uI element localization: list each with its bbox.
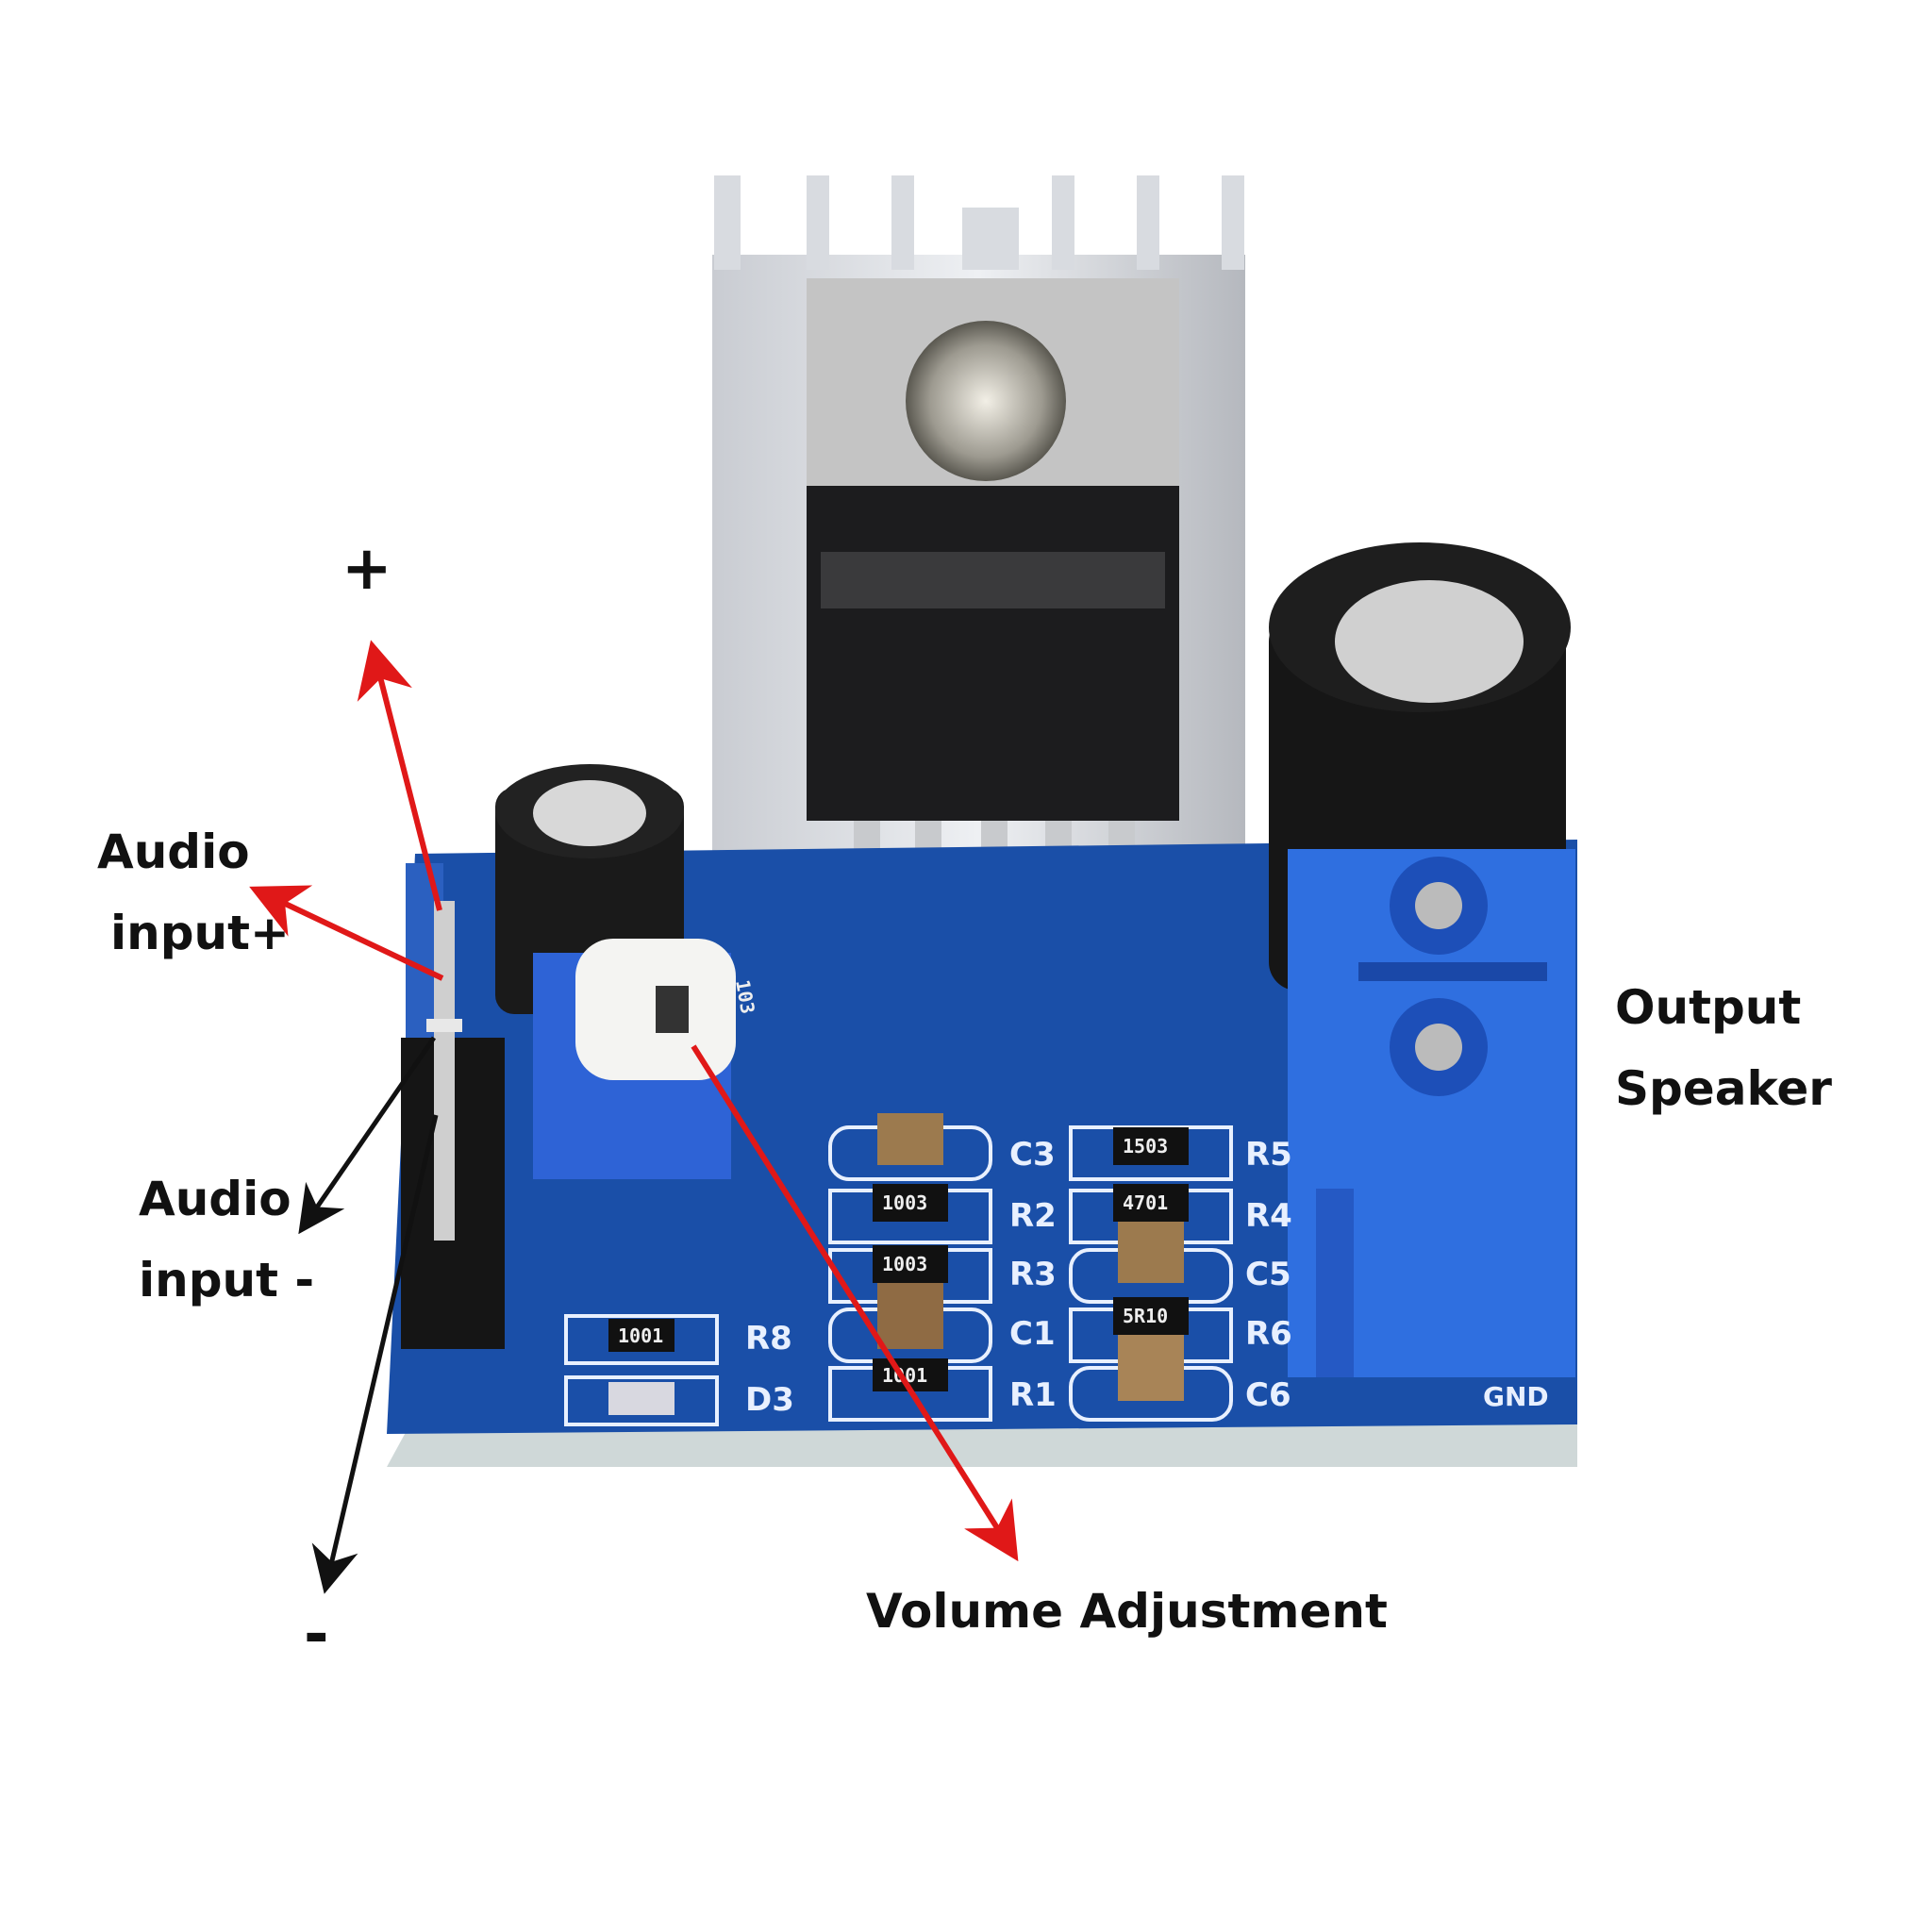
arrow-volume: [691, 1044, 1019, 1562]
r3-marking: 1003: [882, 1253, 927, 1275]
r4-marking: 4701: [1123, 1191, 1168, 1214]
silk-c6: C6: [1245, 1376, 1291, 1414]
r6-marking: 5R10: [1123, 1305, 1168, 1327]
amplifier-ic: [807, 278, 1179, 1057]
smd-components: 1003 1003 1001 1503 4701 5R10 1001: [564, 1113, 1233, 1426]
silk-r1: R1: [1009, 1376, 1057, 1414]
plus-label: +: [341, 534, 392, 604]
audio-input-minus-label-line2: input -: [139, 1253, 315, 1307]
audio-input-plus-label-line2: input+: [110, 906, 290, 960]
volume-adjustment-label: Volume Adjustment: [866, 1584, 1388, 1639]
minus-label: -: [304, 1600, 329, 1670]
silk-r5: R5: [1245, 1136, 1292, 1174]
arrow-audio-input-plus: [249, 885, 444, 981]
silkscreen-labels: R8 D3 C3 R2 R3 C1 R1 R5 R4 C5 R6 C6 GND: [745, 1136, 1549, 1419]
speaker-terminal-block[interactable]: [1288, 849, 1575, 1377]
silk-r2: R2: [1009, 1197, 1057, 1235]
output-speaker-label-line1: Output: [1615, 980, 1802, 1035]
silk-d3: D3: [745, 1381, 794, 1419]
screw-icon: [906, 321, 1066, 481]
audio-input-minus-label-line1: Audio: [139, 1172, 291, 1226]
arrow-plus: [357, 640, 442, 911]
r5-marking: 1503: [1123, 1135, 1168, 1158]
arrow-audio-input-minus: [298, 1036, 437, 1235]
silk-r3: R3: [1009, 1256, 1057, 1293]
silk-r6: R6: [1245, 1315, 1292, 1353]
volume-potentiometer[interactable]: 103: [533, 939, 759, 1179]
silk-r4: R4: [1245, 1197, 1292, 1235]
r2-marking: 1003: [882, 1191, 927, 1214]
annotation-arrows: [249, 640, 1019, 1594]
silk-c1: C1: [1009, 1315, 1056, 1353]
silk-gnd: GND: [1483, 1381, 1549, 1412]
silk-c5: C5: [1245, 1256, 1291, 1293]
silk-c3: C3: [1009, 1136, 1056, 1174]
arrow-minus: [311, 1114, 439, 1594]
r8-marking: 1001: [618, 1324, 663, 1347]
audio-input-plus-label-line1: Audio: [97, 824, 250, 879]
output-speaker-label-line2: Speaker: [1615, 1061, 1832, 1116]
silk-r8: R8: [745, 1320, 792, 1357]
